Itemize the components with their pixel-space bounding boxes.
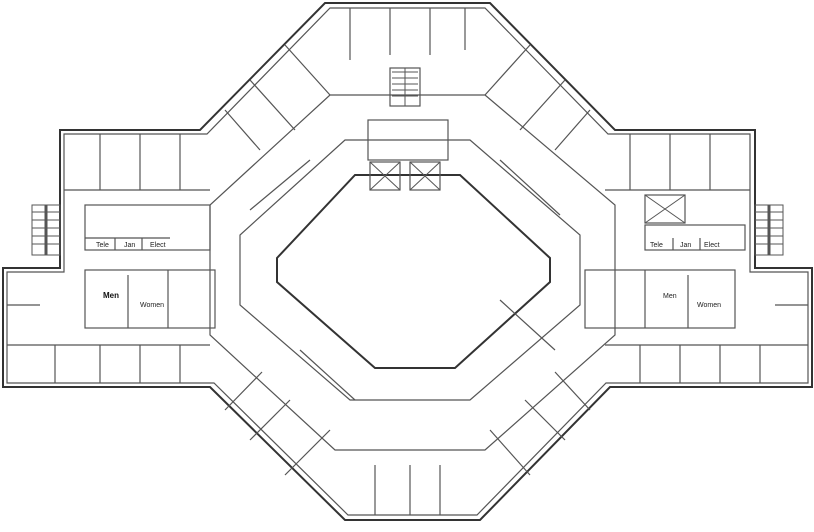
room-label-elect-right: Elect: [704, 242, 720, 249]
room-label-jan-left: Jan: [124, 242, 135, 249]
core: [367, 67, 449, 191]
elevator-left: [369, 161, 401, 191]
room-label-men-left: Men: [103, 291, 119, 300]
atrium: [276, 174, 551, 369]
right-wing-rooms: [584, 134, 808, 383]
stair-left: [31, 204, 61, 256]
left-wing-rooms: [7, 134, 216, 383]
room-label-women-right: Women: [697, 302, 721, 309]
room-label-tele-right: Tele: [650, 242, 663, 249]
diagonal-offices: [224, 8, 591, 515]
stair-right: [754, 204, 784, 256]
room-label-jan-right: Jan: [680, 242, 691, 249]
room-label-tele-left: Tele: [96, 242, 109, 249]
room-label-men-right: Men: [663, 293, 677, 300]
room-label-women-left: Women: [140, 302, 164, 309]
room-label-elect-left: Elect: [150, 242, 166, 249]
exterior-wall: [2, 2, 813, 521]
corridor-ring: [239, 139, 581, 401]
elevator-right: [409, 161, 441, 191]
